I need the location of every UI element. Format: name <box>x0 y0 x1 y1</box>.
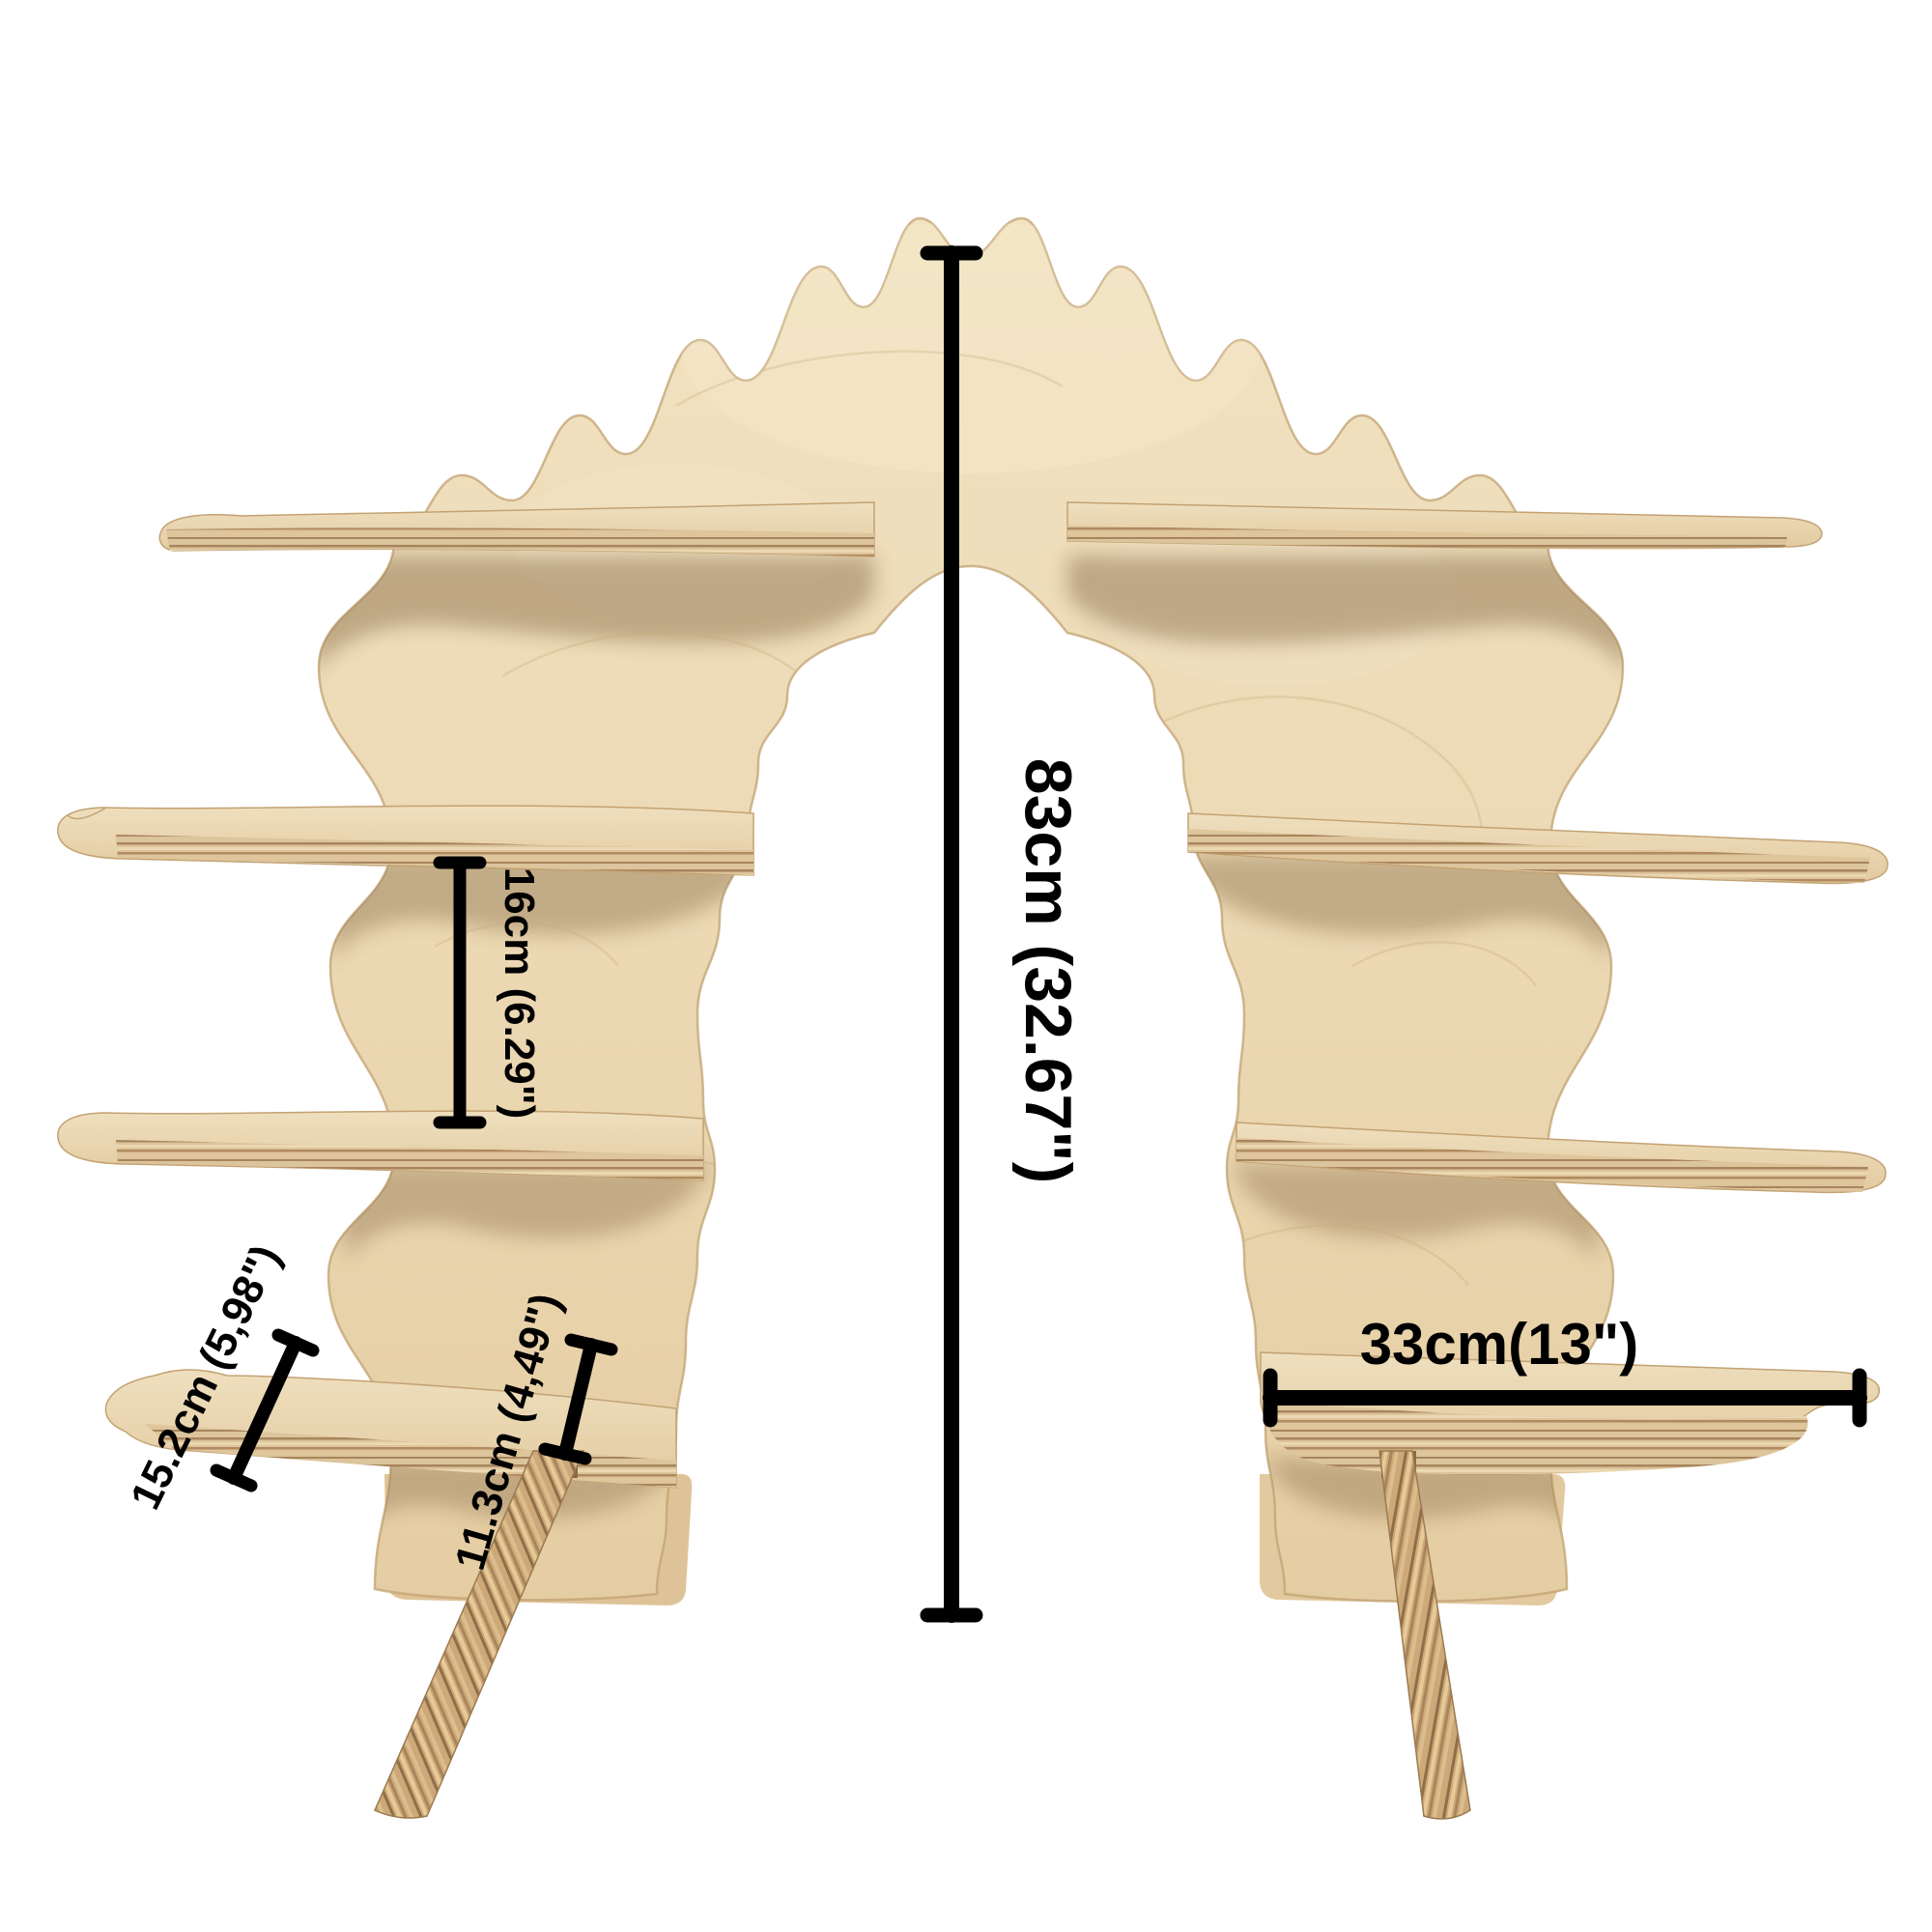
right-foot <box>1378 1450 1471 1820</box>
depth-dimension-line <box>227 1336 302 1485</box>
left-shelf-2 <box>57 805 754 876</box>
shelf-length-label: 33cm(13") <box>1360 1312 1639 1377</box>
foot-dimension-line <box>558 1338 598 1461</box>
shelf-spacing-label: 16cm (6.29") <box>496 867 543 1120</box>
right-shelf-2 <box>1187 812 1889 885</box>
right-shelf-1 <box>1066 501 1823 550</box>
dimension-shelf-length: 33cm(13") <box>1263 1312 1867 1428</box>
right-shelf-3 <box>1236 1122 1887 1194</box>
dimension-shelf-spacing: 16cm (6.29") <box>433 856 543 1129</box>
overall-height-label: 83cm (32.67") <box>1011 758 1085 1184</box>
dimension-overall-height: 83cm (32.67") <box>920 245 1085 1623</box>
left-shelf-1 <box>158 501 875 557</box>
left-foot <box>374 1450 585 1819</box>
left-shelf-3 <box>57 1110 704 1181</box>
